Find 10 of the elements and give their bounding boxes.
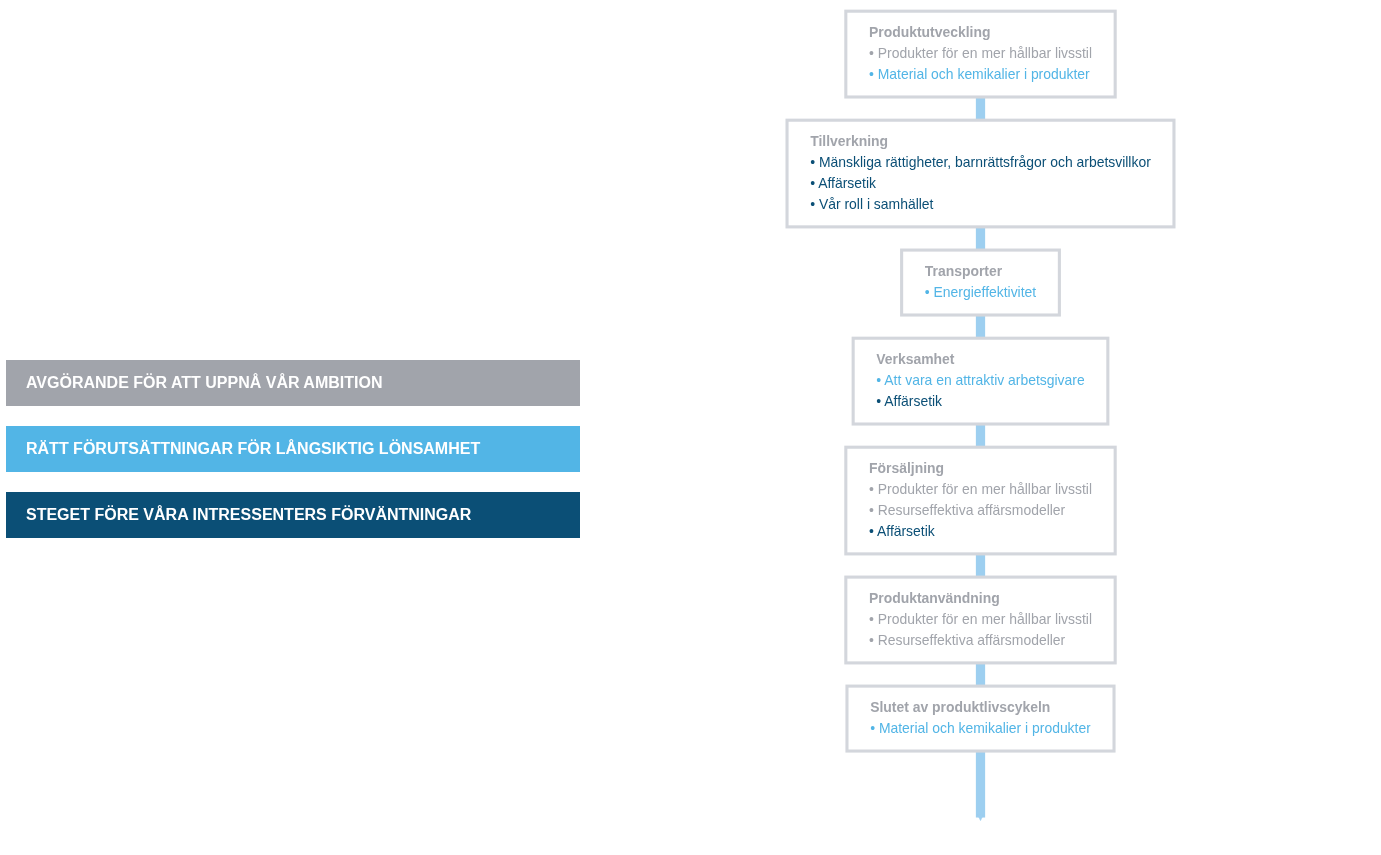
- legend-bar: AVGÖRANDE FÖR ATT UPPNÅ VÅR AMBITION: [6, 360, 580, 406]
- node-box: Slutet av produktlivscykeln • Material och kemikalier i produkter: [845, 684, 1116, 753]
- node-box: Tillverkning • Mänskliga rättigheter, barnrättsfrågor och arbetsvillkor • Affärsetik • Vår roll i samhället: [785, 118, 1176, 229]
- node-box: Verksamhet • Att vara en attraktiv arbetsgivare • Affärsetik: [851, 336, 1110, 426]
- node-box: Produktutveckling • Produkter för en mer hållbar livsstil • Material och kemikalier i produkter: [844, 9, 1117, 99]
- node-box: Försäljning • Produkter för en mer hållbar livsstil • Resurseffektiva affärsmodeller • Affärsetik: [844, 445, 1117, 556]
- node-box: Produktanvändning • Produkter för en mer hållbar livsstil • Resurseffektiva affärsmodeller: [844, 575, 1117, 665]
- legend-bar: STEGET FÖRE VÅRA INTRESSENTERS FÖRVÄNTNINGAR: [6, 492, 580, 538]
- legend-bar: RÄTT FÖRUTSÄTTNINGAR FÖR LÅNGSIKTIG LÖNSAMHET: [6, 426, 580, 472]
- node-box: Transporter • Energieffektivitet: [900, 248, 1061, 317]
